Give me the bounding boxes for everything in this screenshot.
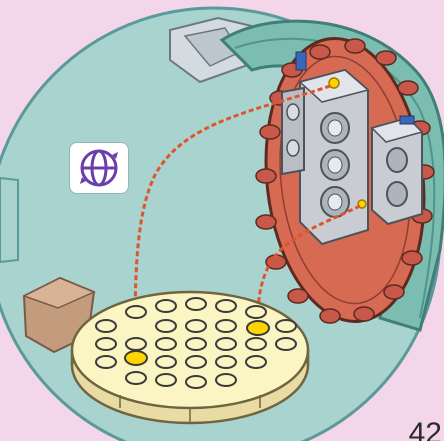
blue-accent-top (296, 52, 306, 70)
callout-pointer (0, 178, 18, 262)
gray-brick-left (282, 88, 304, 174)
target-stud-right (247, 321, 269, 335)
target-stud-left (125, 351, 147, 365)
connection-marker-top (329, 78, 339, 88)
rotate-model-icon (70, 143, 128, 193)
blue-accent-right (400, 116, 414, 124)
page-number: 42 (409, 419, 442, 441)
cream-round-plate (72, 292, 308, 423)
rotate-model-badge (70, 143, 128, 193)
